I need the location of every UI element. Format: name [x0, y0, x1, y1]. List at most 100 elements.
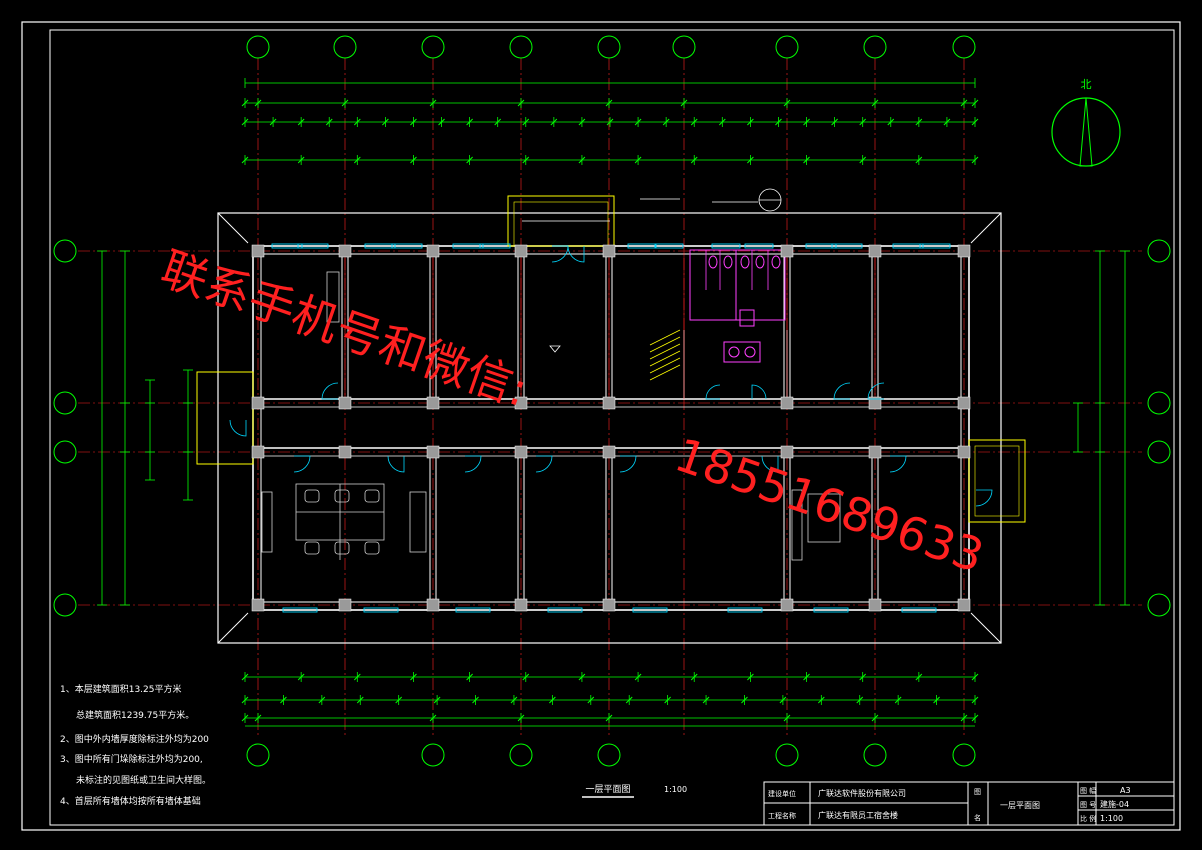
- dim-slash: [803, 118, 810, 126]
- dim-slash: [410, 156, 417, 164]
- dim-slash: [960, 99, 968, 107]
- column: [780, 598, 794, 612]
- dim-slash: [550, 118, 558, 126]
- tb-row2-label: 工程名称: [768, 811, 796, 820]
- dim-slash: [783, 714, 791, 722]
- column: [514, 445, 528, 459]
- dim-slash: [241, 156, 249, 164]
- dim-slash: [680, 99, 688, 107]
- dim-slash: [664, 696, 671, 704]
- note-4: 4、首层所有墙体均按所有墙体基础: [60, 795, 201, 807]
- column: [602, 598, 616, 612]
- wash-basin-counter: [723, 341, 761, 363]
- window: [805, 243, 837, 249]
- tb-drawing-name: 一层平面图: [1000, 801, 1040, 810]
- toilet-fixture: [723, 255, 733, 269]
- dim-slash: [803, 156, 810, 164]
- door-swing: [751, 384, 767, 400]
- column: [251, 244, 265, 258]
- door-swing: [705, 384, 721, 400]
- axis-bubble-bottom: [952, 743, 976, 767]
- dim-slash: [971, 156, 979, 164]
- tb-mid-top: 图: [974, 788, 981, 796]
- axis-bubble-bottom: [509, 743, 533, 767]
- axis-bubble-top: [597, 35, 621, 59]
- side-entrance-left: [196, 371, 254, 465]
- dim-slash: [353, 118, 361, 126]
- dim-slash: [241, 696, 249, 704]
- stair-treads: [649, 329, 681, 381]
- dim-slash: [856, 696, 864, 704]
- tb-h3: 比 例: [1080, 814, 1096, 823]
- wash-basin: [744, 346, 756, 358]
- door-swing: [387, 455, 405, 473]
- dim-slash: [933, 696, 940, 704]
- office-chair: [304, 541, 320, 555]
- column: [514, 244, 528, 258]
- column: [780, 396, 794, 410]
- window: [711, 243, 741, 249]
- window: [727, 607, 763, 613]
- desk: [807, 493, 841, 543]
- dim-slash: [429, 99, 437, 107]
- dim-slash: [741, 696, 748, 704]
- axis-bubble-top: [952, 35, 976, 59]
- dim-slash: [522, 118, 530, 126]
- column: [868, 598, 882, 612]
- roof-hip: [970, 612, 1002, 644]
- dim-slash: [662, 118, 670, 126]
- toilet-partition: [689, 249, 786, 321]
- window: [364, 243, 396, 249]
- axis-bubble-bottom: [421, 743, 445, 767]
- toilet-fixture: [755, 255, 765, 269]
- column: [780, 244, 794, 258]
- column: [426, 396, 440, 410]
- column: [426, 445, 440, 459]
- dim-slash: [325, 118, 333, 126]
- dim-slash: [410, 673, 417, 681]
- column: [780, 445, 794, 459]
- dim-slash: [779, 696, 787, 704]
- doors-windows: [229, 243, 993, 613]
- dim-slash: [438, 118, 445, 126]
- column: [868, 244, 882, 258]
- dim-slash: [971, 714, 979, 722]
- tb-row2-value: 广联达有限员工宿舍楼: [818, 810, 898, 820]
- dim-slash: [578, 673, 586, 681]
- note-1b: 总建筑面积1239.75平方米。: [76, 709, 194, 721]
- column: [338, 244, 352, 258]
- window: [892, 243, 924, 249]
- axis-bubbles: [53, 35, 1171, 767]
- axis-bubble-top: [333, 35, 357, 59]
- dim-slash: [517, 99, 525, 107]
- door-swing: [619, 455, 637, 473]
- tb-row1-label: 建设单位: [768, 789, 796, 798]
- note-1: 1、本层建筑面积13.25平方米: [60, 683, 182, 695]
- column: [957, 396, 971, 410]
- column: [338, 445, 352, 459]
- tb-row1-value: 广联达软件股份有限公司: [818, 788, 906, 798]
- dim-slash: [517, 714, 525, 722]
- window: [479, 243, 511, 249]
- axis-bubble-right: [1147, 239, 1171, 263]
- dim-slash: [783, 99, 791, 107]
- dim-slash: [466, 673, 473, 681]
- dim-slash: [831, 118, 838, 126]
- cabinet: [326, 271, 340, 323]
- axis-bubble-top: [672, 35, 696, 59]
- dim-slash: [297, 156, 305, 164]
- dim-slash: [690, 156, 698, 164]
- column: [426, 598, 440, 612]
- dim-slash: [971, 673, 979, 681]
- dim-slash: [606, 118, 614, 126]
- drawing-inner-frame: [49, 29, 1175, 826]
- dim-slash: [280, 696, 287, 704]
- plan-scale: 1:100: [664, 785, 687, 794]
- dim-slash: [634, 118, 642, 126]
- dim-slash: [356, 696, 364, 704]
- dim-slash: [702, 696, 710, 704]
- dim-slash: [718, 118, 726, 126]
- roof-hip: [217, 612, 249, 644]
